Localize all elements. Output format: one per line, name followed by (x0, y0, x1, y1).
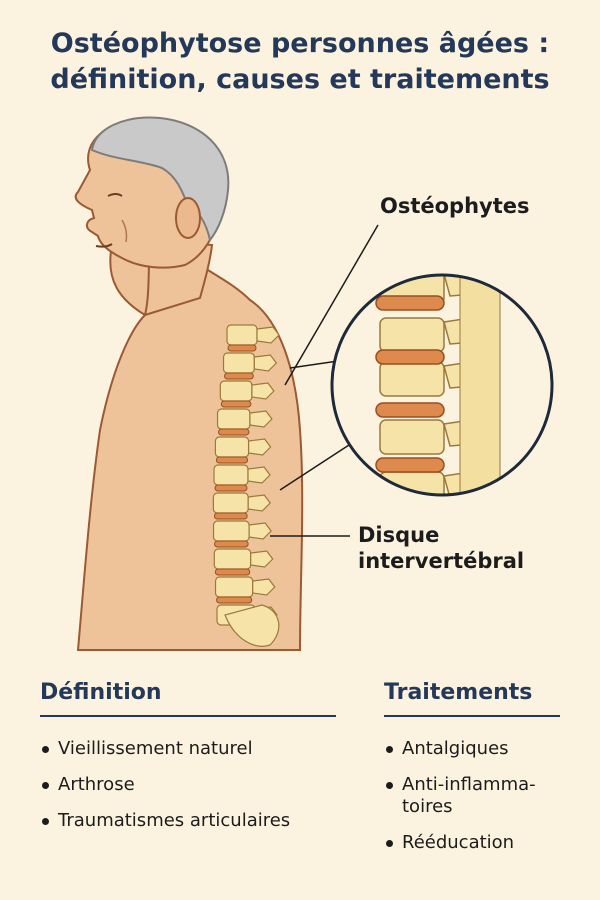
list-item: Anti-inflamma- toires (384, 774, 584, 818)
intervertebral-disk (214, 568, 251, 576)
zoom-disk (375, 402, 445, 418)
list-item: Vieillissement naturel (40, 738, 370, 760)
spinous-process (250, 550, 274, 568)
zoomed-vertebrae (375, 275, 501, 495)
list-item: Antalgiques (384, 738, 584, 760)
title-line-2: définition, causes et traitements (50, 64, 550, 95)
spinous-process (256, 326, 280, 344)
intervertebral-disk (220, 400, 252, 408)
spinous-process (252, 578, 276, 596)
intervertebral-disk (224, 372, 254, 380)
vertebra (212, 492, 249, 514)
vertebra (214, 576, 254, 598)
spinous-process (248, 522, 272, 540)
vertebra (214, 436, 250, 458)
zoom-vertebra (379, 317, 445, 353)
list-item: Arthrose (40, 774, 370, 796)
list-item: Traumatismes articulaires (40, 810, 370, 832)
vertebra (222, 352, 255, 374)
title-line-1: Ostéophytose personnes âgées : (50, 28, 550, 59)
spinous-process (247, 438, 272, 456)
vertebra (226, 324, 258, 346)
spinous-process (247, 466, 271, 484)
spinous-process (247, 494, 271, 512)
ear (175, 197, 201, 239)
intervertebral-disk (214, 484, 248, 492)
zoom-disk (375, 457, 445, 473)
zoom-vertebra (379, 419, 445, 455)
zoom-facet-column (459, 275, 501, 495)
definition-list: Vieillissement naturel Arthrose Traumati… (40, 738, 370, 846)
vertebra (213, 548, 252, 570)
intervertebral-disk (218, 428, 250, 436)
wrinkle (121, 219, 128, 243)
spinous-process (249, 410, 273, 428)
list-item: Rééducation (384, 832, 584, 854)
treatments-list: Antalgiques Anti-inflamma- toires Rééduc… (384, 738, 584, 868)
osteophytes-leader (284, 224, 379, 386)
disk-label-line-1: Disque (358, 523, 440, 547)
disk-label-line-2: intervertébral (358, 549, 525, 573)
spinous-process (251, 382, 275, 400)
vertebra (212, 520, 250, 542)
vertebra (213, 464, 249, 486)
intervertebral-disk (213, 512, 248, 520)
definition-heading: Définition (40, 680, 162, 705)
intervertebral-disk (216, 596, 253, 604)
zoom-disk (375, 295, 445, 311)
mouth (95, 243, 113, 248)
page-title: Ostéophytose personnes âgées : définitio… (0, 26, 600, 98)
spinous-process (253, 354, 278, 372)
list-item-line-1: Anti-inflamma- (402, 774, 536, 795)
osteophytes-label: Ostéophytes (380, 194, 530, 218)
intervertebral-disk (227, 344, 257, 352)
vertebra (216, 408, 251, 430)
treatments-divider (384, 715, 560, 717)
list-item-line-2: toires (402, 796, 453, 817)
sacrum (224, 604, 280, 647)
zoom-vertebra (379, 361, 445, 397)
definition-divider (40, 715, 336, 717)
magnifier-circle (330, 273, 554, 497)
eye (107, 193, 123, 197)
intervertebral-disk (215, 456, 249, 464)
spine (212, 324, 280, 647)
treatments-heading: Traitements (384, 680, 533, 705)
zoom-disk (375, 349, 445, 365)
intervertebral-disk-label: Disque intervertébral (358, 522, 524, 574)
vertebra (219, 380, 253, 402)
intervertebral-disk (214, 540, 249, 548)
